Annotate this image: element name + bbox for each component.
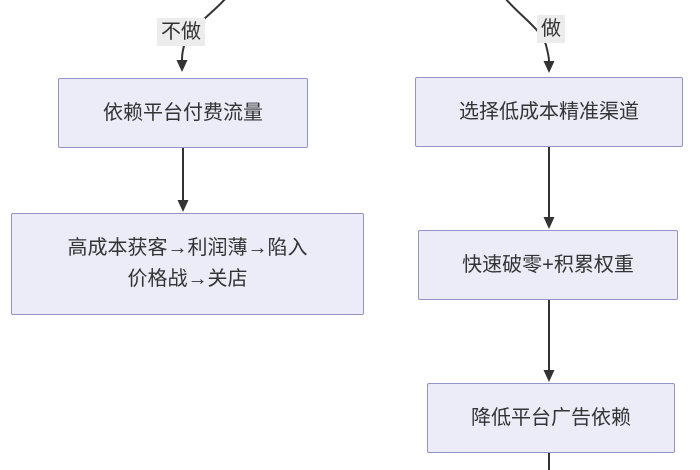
edge-label-do: 做 (537, 15, 565, 43)
arrowhead-no-branch (176, 60, 188, 72)
edge-do-branch-curve (505, 0, 550, 62)
node-right-low-cost-channel-label: 选择低成本精准渠道 (459, 100, 639, 123)
arrowhead-do-branch (543, 61, 555, 73)
arrowhead-right-1-2 (543, 217, 555, 229)
node-left-consequence-line2: 价格战→关店 (127, 268, 248, 290)
node-right-reduce-ads: 降低平台广告依赖 (427, 383, 675, 453)
node-left-paid-traffic: 依赖平台付费流量 (58, 78, 308, 148)
node-right-reduce-ads-label: 降低平台广告依赖 (471, 406, 631, 429)
node-left-consequence-line1: 高成本获客→利润薄→陷入 (67, 237, 308, 259)
arrowhead-left-1-2 (177, 200, 189, 212)
node-right-break-zero: 快速破零+积累权重 (418, 230, 678, 300)
node-right-low-cost-channel: 选择低成本精准渠道 (415, 77, 683, 147)
node-right-break-zero-label: 快速破零+积累权重 (462, 253, 634, 276)
arrowhead-right-2-3 (543, 370, 555, 382)
edge-label-no: 不做 (157, 18, 205, 46)
node-left-paid-traffic-label: 依赖平台付费流量 (103, 101, 263, 124)
node-left-consequence: 高成本获客→利润薄→陷入 价格战→关店 (11, 213, 364, 315)
